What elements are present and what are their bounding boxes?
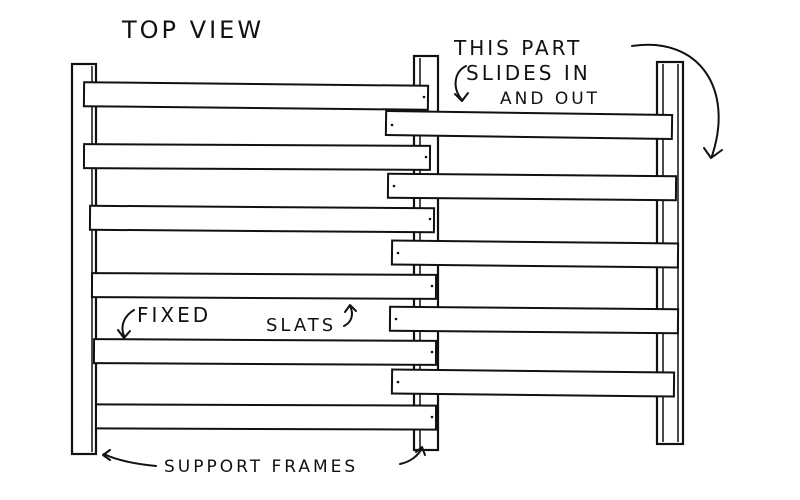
arrowhead-icon bbox=[344, 304, 357, 313]
fixed-slats bbox=[82, 81, 438, 431]
support-frames-annotation: SUPPORT FRAMES bbox=[102, 446, 426, 477]
fixed-slat bbox=[82, 81, 430, 111]
arrowhead-icon bbox=[703, 147, 723, 159]
curved-arrow-icon bbox=[399, 447, 423, 465]
fixed-slat bbox=[90, 272, 438, 300]
fixed-slat bbox=[94, 403, 438, 431]
curved-arrow-icon bbox=[631, 43, 720, 157]
fixed-slat bbox=[82, 143, 432, 171]
curved-arrow-icon bbox=[454, 65, 467, 101]
curved-arrow-icon bbox=[103, 453, 157, 467]
arrowhead-icon bbox=[454, 92, 469, 102]
fixed-slats-label-word2: SLATS bbox=[266, 315, 336, 336]
sliding-slats bbox=[384, 109, 680, 398]
fixed-slats-annotation: FIXED SLATS bbox=[117, 303, 357, 339]
diagram-title: TOP VIEW bbox=[121, 16, 264, 44]
arrowhead-icon bbox=[415, 446, 426, 456]
sliding-slat bbox=[384, 109, 674, 141]
curved-arrow-icon bbox=[343, 305, 353, 327]
arrowhead-icon bbox=[117, 329, 131, 339]
arrowhead-icon bbox=[102, 449, 111, 461]
sliding-slat bbox=[386, 172, 678, 202]
fixed-slat bbox=[88, 204, 436, 234]
curved-arrow-icon bbox=[121, 309, 135, 337]
fixed-slats-label-word1: FIXED bbox=[137, 303, 211, 327]
sliding-part-annotation: THIS PART SLIDES IN AND OUT bbox=[453, 36, 723, 159]
sliding-part-label-line3: AND OUT bbox=[500, 89, 600, 109]
left-support-frame bbox=[70, 62, 98, 456]
support-frames-label: SUPPORT FRAMES bbox=[164, 457, 358, 477]
sliding-slat bbox=[390, 368, 676, 398]
fixed-slat bbox=[92, 338, 438, 366]
sliding-part-label-line2: SLIDES IN bbox=[466, 61, 591, 85]
sliding-part-label-line1: THIS PART bbox=[453, 36, 582, 60]
sliding-slat bbox=[390, 239, 680, 269]
sliding-slat bbox=[388, 305, 680, 335]
